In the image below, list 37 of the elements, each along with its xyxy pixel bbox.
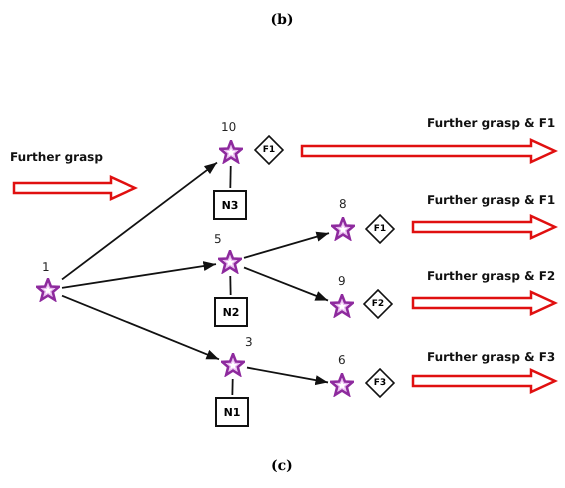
process-box bbox=[213, 190, 247, 220]
node-number: 1 bbox=[42, 260, 50, 274]
arrow bbox=[62, 294, 220, 360]
arrow-caption: Further grasp & F2 bbox=[427, 269, 556, 283]
process-box bbox=[215, 397, 249, 427]
arrow bbox=[61, 162, 218, 280]
arrow bbox=[244, 232, 330, 259]
decision-diamond bbox=[365, 214, 395, 244]
panel-label: (c) bbox=[271, 458, 293, 474]
arrow-caption: Further grasp & F1 bbox=[427, 116, 556, 130]
diamond-label: F3 bbox=[374, 378, 386, 388]
box-label: N2 bbox=[222, 306, 240, 318]
arrow bbox=[62, 261, 216, 289]
diamond-label: F1 bbox=[374, 224, 386, 234]
node-number: 8 bbox=[339, 197, 347, 211]
node-number: 5 bbox=[214, 232, 222, 246]
connector-line bbox=[229, 276, 232, 296]
decision-diamond bbox=[363, 289, 393, 319]
decision-diamond bbox=[254, 135, 284, 165]
arrow-caption: Further grasp & F1 bbox=[427, 193, 556, 207]
arrow-caption: Further grasp bbox=[10, 150, 103, 164]
diamond-label: F2 bbox=[372, 299, 384, 309]
node-number: 9 bbox=[338, 274, 346, 288]
arrow bbox=[244, 266, 328, 302]
arrow bbox=[246, 366, 328, 386]
decision-diamond bbox=[365, 368, 395, 398]
box-label: N1 bbox=[224, 406, 240, 418]
arrow-caption: Further grasp & F3 bbox=[427, 350, 556, 364]
box-label: N3 bbox=[222, 198, 238, 212]
node-number: 10 bbox=[221, 120, 236, 134]
process-box bbox=[214, 297, 248, 327]
node-number: 3 bbox=[245, 335, 253, 349]
diamond-label: F1 bbox=[262, 145, 276, 155]
panel-label: (b) bbox=[270, 12, 294, 28]
connector-line bbox=[231, 378, 234, 396]
node-number: 6 bbox=[338, 353, 346, 367]
connector-line bbox=[229, 166, 232, 188]
